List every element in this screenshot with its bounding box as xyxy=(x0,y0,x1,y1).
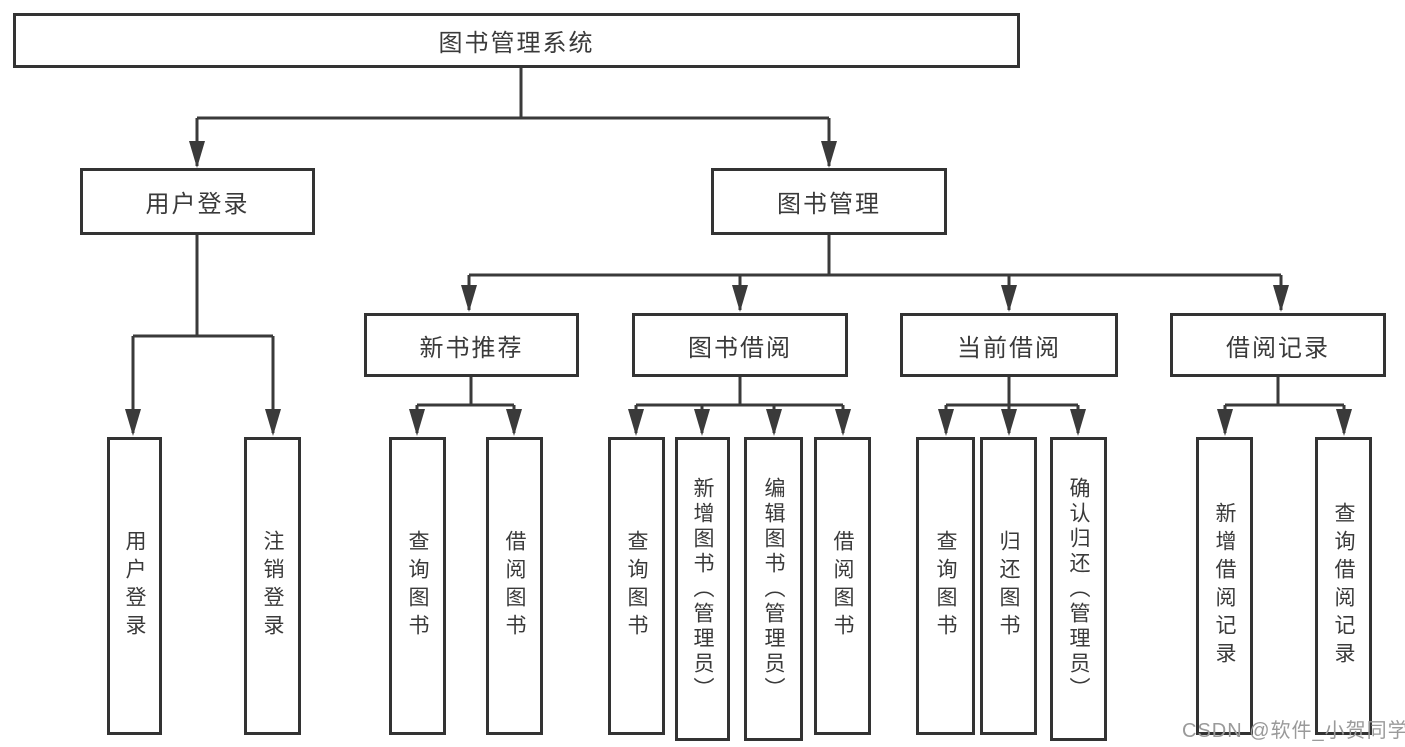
node-label: 归还图书 xyxy=(997,530,1020,642)
leaf-return-book: 归还图书 xyxy=(980,437,1037,735)
node-label: 图书借阅 xyxy=(688,334,792,362)
node-label: 借阅图书 xyxy=(831,530,854,642)
node-current-borrow: 当前借阅 xyxy=(900,313,1118,377)
node-new-book-recommend: 新书推荐 xyxy=(364,313,579,377)
leaf-edit-book-admin: 编辑图书（管理员） xyxy=(744,437,803,741)
node-user-login: 用户登录 xyxy=(80,168,315,235)
leaf-query-books-borrow: 查询图书 xyxy=(608,437,665,735)
node-label: 借阅图书 xyxy=(503,530,526,642)
node-book-borrow: 图书借阅 xyxy=(632,313,848,377)
node-label: 借阅记录 xyxy=(1226,334,1330,362)
node-label: 注销登录 xyxy=(261,530,284,642)
node-label: 编辑图书（管理员） xyxy=(762,476,785,702)
node-label: 新增图书（管理员） xyxy=(691,476,714,702)
leaf-query-borrow-record: 查询借阅记录 xyxy=(1315,437,1372,735)
node-label: 用户登录 xyxy=(123,530,146,642)
node-label: 图书管理系统 xyxy=(438,30,595,57)
node-label: 查询图书 xyxy=(406,530,429,642)
node-label: 确认归还（管理员） xyxy=(1067,476,1090,702)
leaf-confirm-return-admin: 确认归还（管理员） xyxy=(1050,437,1107,741)
node-label: 新增借阅记录 xyxy=(1213,502,1236,670)
arrowheads xyxy=(125,141,1352,436)
leaf-add-book-admin: 新增图书（管理员） xyxy=(675,437,730,741)
leaf-logout: 注销登录 xyxy=(244,437,301,735)
node-label: 新书推荐 xyxy=(419,334,524,362)
node-label: 查询借阅记录 xyxy=(1332,502,1355,670)
node-label: 当前借阅 xyxy=(957,334,1061,362)
node-label: 查询图书 xyxy=(625,530,648,642)
leaf-query-books-current: 查询图书 xyxy=(916,437,975,735)
node-book-management: 图书管理 xyxy=(711,168,947,235)
leaf-add-borrow-record: 新增借阅记录 xyxy=(1196,437,1253,735)
node-root-system: 图书管理系统 xyxy=(13,13,1020,68)
node-label: 用户登录 xyxy=(145,191,250,218)
csdn-watermark: CSDN @软件_小贺同学 xyxy=(1182,720,1405,742)
leaf-query-books-recommend: 查询图书 xyxy=(389,437,446,735)
leaf-borrow-books: 借阅图书 xyxy=(814,437,871,735)
leaf-borrow-books-recommend: 借阅图书 xyxy=(486,437,543,735)
node-label: 查询图书 xyxy=(934,530,957,642)
node-borrow-records: 借阅记录 xyxy=(1170,313,1386,377)
leaf-user-login: 用户登录 xyxy=(107,437,162,735)
node-label: 图书管理 xyxy=(777,191,881,218)
